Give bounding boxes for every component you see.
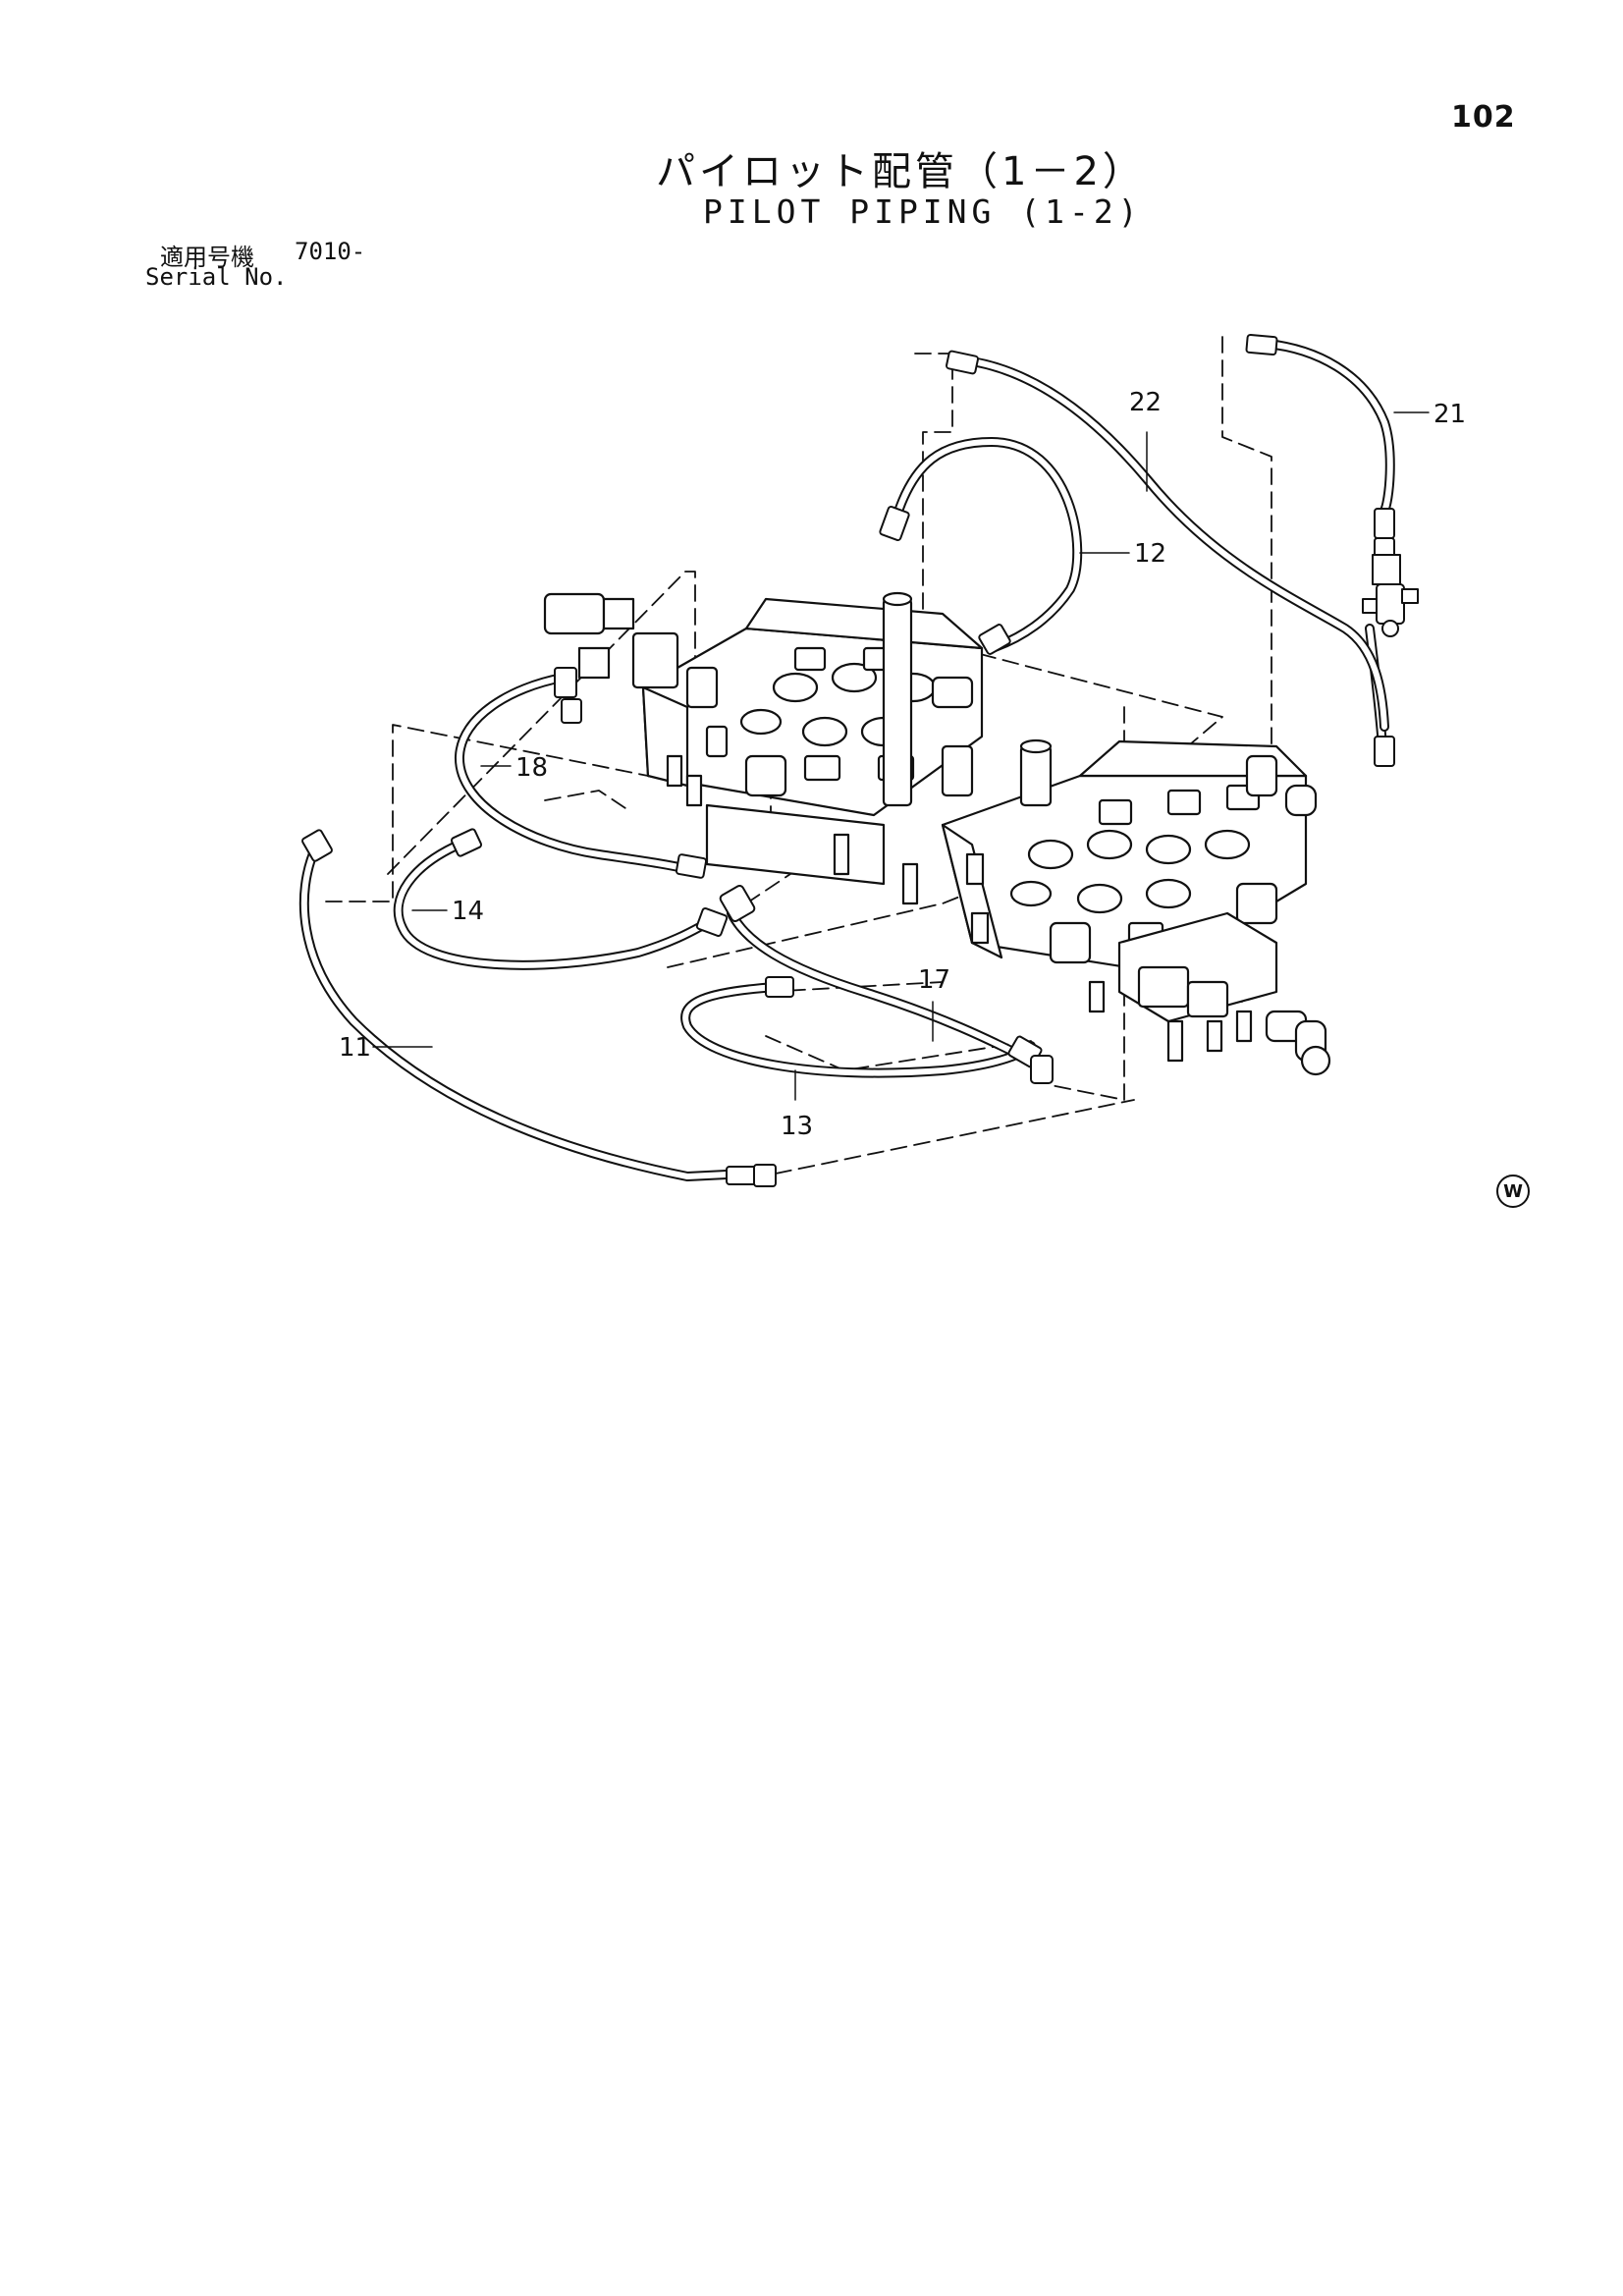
callout-18: 18	[515, 753, 548, 783]
page-title-english: PILOT PIPING (1-2)	[703, 192, 1143, 231]
hose-fittings	[301, 333, 1395, 1187]
hose-13	[680, 982, 1036, 1078]
page-title-japanese: パイロット配管（1－2）	[656, 149, 1146, 194]
callout-17: 17	[918, 965, 950, 995]
serial-label-japanese: 適用号機	[160, 244, 254, 271]
solenoid-valve	[1362, 554, 1419, 637]
variant-mark-icon: W	[1496, 1175, 1530, 1208]
control-valve-block-a	[543, 591, 984, 905]
hose-21	[1262, 339, 1395, 516]
callout-22: 22	[1129, 388, 1162, 417]
callout-14: 14	[452, 897, 484, 926]
serial-value: 7010-	[295, 238, 366, 265]
callout-12: 12	[1134, 539, 1166, 569]
callouts: 21 22 12 18 14 17 11 13	[339, 388, 1466, 1141]
callout-21: 21	[1434, 400, 1466, 429]
serial-label-english: Serial No.	[145, 263, 288, 291]
control-valve-block-b	[941, 738, 1331, 1076]
leader-lines	[372, 411, 1430, 1101]
hoses	[298, 339, 1395, 1181]
callout-13: 13	[781, 1112, 813, 1141]
callout-11: 11	[339, 1033, 371, 1063]
hose-22	[967, 356, 1389, 732]
page-number: 102	[1451, 100, 1516, 135]
